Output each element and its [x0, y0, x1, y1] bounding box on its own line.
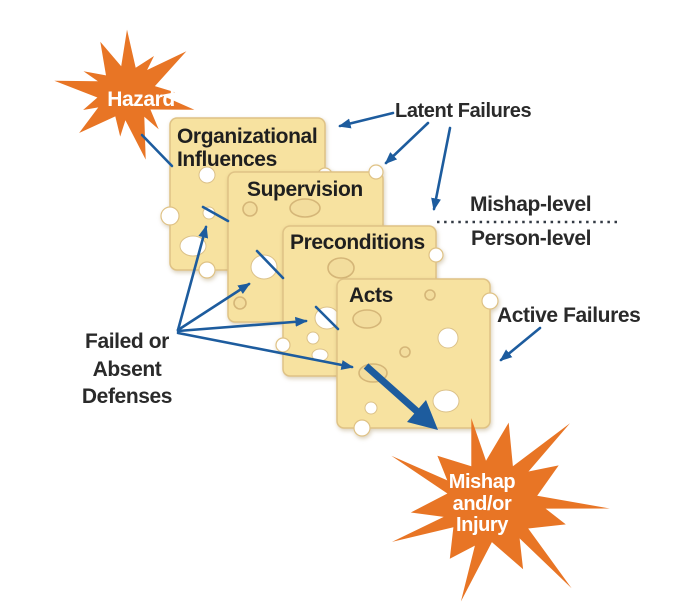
person-level-label: Person-level: [471, 227, 591, 250]
latent-failures-arrow-to-supervision: [384, 121, 430, 165]
cheese-edge-bite: [160, 206, 180, 226]
mishap-label-line1: Mishap: [449, 471, 516, 493]
mishap-level-label: Mishap-level: [470, 193, 591, 216]
active-failures-label: Active Failures: [497, 304, 640, 327]
trajectory-segment-preconditions: [314, 305, 340, 331]
trajectory-segment-hazard: [140, 133, 174, 168]
cheese-edge-bite: [428, 247, 444, 263]
slice-label-organizational-line2: Influences: [177, 148, 277, 171]
mishap-label-line3: Injury: [456, 514, 509, 536]
slice-label-organizational-line1: Organizational: [177, 125, 317, 148]
failed-defenses-line2: Absent: [93, 358, 162, 381]
failed-defenses-label: Failed or Absent Defenses: [82, 330, 173, 408]
slice-label-preconditions: Preconditions: [290, 231, 425, 254]
cheese-dimple: [289, 198, 321, 218]
mishap-burst: Mishap and/or Injury: [391, 418, 610, 602]
slice-label-supervision: Supervision: [247, 178, 363, 201]
trajectory-thick-arrowhead-icon: [407, 400, 438, 430]
cheese-edge-bite: [275, 337, 291, 353]
slice-label-acts: Acts: [349, 284, 393, 307]
trajectory-segment-supervision: [255, 249, 285, 280]
trajectory-segment-organizational: [201, 205, 230, 223]
latent-failures-label: Latent Failures: [395, 100, 532, 122]
active-failures-arrow: [499, 326, 542, 362]
latent-failures-arrow-to-preconditions: [431, 126, 452, 211]
hazard-burst: Hazard: [54, 29, 195, 160]
cheese-dimple: [242, 201, 258, 217]
cheese-edge-bite: [368, 164, 384, 180]
failed-defenses-arrow-4: [176, 331, 354, 370]
trajectory-mishap-arrow: [363, 363, 438, 430]
cheese-hole: [250, 254, 278, 280]
hazard-burst-shape: [54, 29, 195, 160]
failed-defenses-line3: Defenses: [82, 385, 172, 408]
hazard-label: Hazard: [107, 88, 175, 111]
cheese-dimple: [233, 296, 247, 310]
cheese-edge-bite: [353, 419, 371, 437]
cheese-hole: [198, 166, 216, 184]
failed-defenses-arrow-3: [176, 316, 308, 333]
cheese-dimple: [352, 309, 382, 329]
cheese-hole: [432, 389, 460, 413]
cheese-hole: [437, 327, 459, 349]
cheese-hole: [364, 401, 378, 415]
cheese-edge-bite: [481, 292, 499, 310]
failed-defenses-arrow-1: [176, 225, 209, 332]
mishap-label-line2: and/or: [453, 493, 512, 515]
cheese-dimple: [424, 289, 436, 301]
mishap-burst-shape: [391, 418, 610, 602]
failed-defenses-line1: Failed or: [85, 330, 169, 353]
cheese-dimple: [327, 257, 355, 279]
cheese-dimple: [399, 346, 411, 358]
latent-failures-arrow-to-organizational: [338, 111, 395, 129]
cheese-hole: [306, 331, 320, 345]
trajectory-thick-line: [363, 363, 423, 417]
failed-defenses-arrow-2: [176, 282, 251, 332]
cheese-edge-bite: [198, 261, 216, 279]
cheese-slice-acts: Acts: [336, 278, 499, 437]
